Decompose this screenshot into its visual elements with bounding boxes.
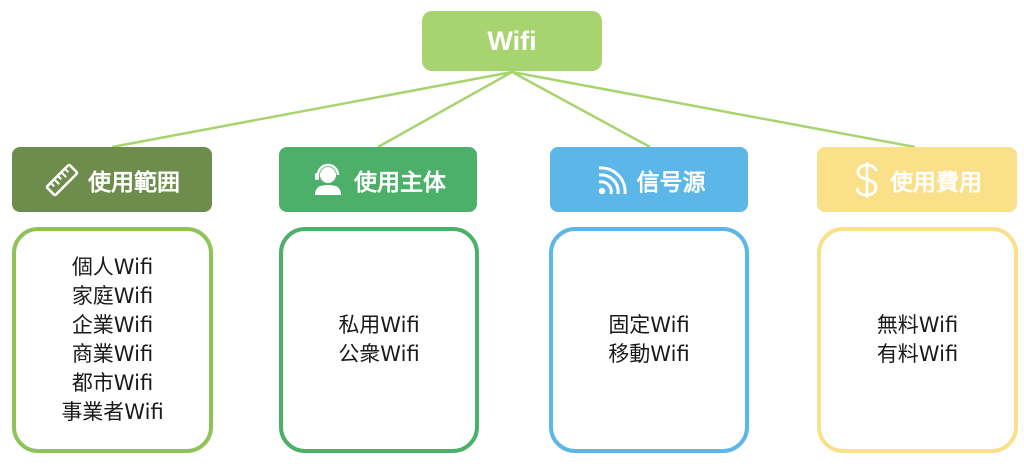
category-label-usage-subject: 使用主体 [354,169,446,196]
ruler-icon [44,162,80,198]
root-label: Wifi [487,25,537,56]
item-box-usage-scope: 個人Wifi 家庭Wifi 企業Wifi 商業Wifi 都市Wifi 事業者Wi… [12,227,213,453]
list-item: 移動Wifi [608,342,690,366]
category-label-signal-source: 信号源 [636,169,706,196]
root-node-wifi: Wifi [422,11,602,71]
person-headset-icon [310,162,346,198]
list-item: 私用Wifi [338,313,420,337]
category-header-usage-subject: 使用主体 [279,147,477,212]
list-item: 商業Wifi [71,342,154,366]
connector-line-usage-scope [111,70,513,149]
dollar-icon [852,160,882,200]
list-item: 公衆Wifi [338,342,420,366]
list-item: 固定Wifi [608,313,690,337]
list-item: 無料Wifi [876,313,959,337]
list-item: 事業者Wifi [61,400,164,424]
item-box-signal-source: 固定Wifi 移動Wifi [549,227,749,453]
category-header-usage-scope: 使用範囲 [12,147,212,212]
connector-line-signal-source [511,70,651,149]
item-box-usage-subject: 私用Wifi 公衆Wifi [279,227,479,453]
list-item: 個人Wifi [71,255,154,279]
category-label-usage-cost: 使用費用 [890,169,982,196]
wifi-signal-icon [593,162,629,198]
list-item: 家庭Wifi [71,284,154,308]
list-item: 有料Wifi [876,342,959,366]
category-label-usage-scope: 使用範囲 [88,169,180,196]
list-item: 企業Wifi [71,313,154,337]
item-box-usage-cost: 無料Wifi 有料Wifi [817,227,1018,453]
category-header-signal-source: 信号源 [550,147,748,212]
connector-line-usage-subject [377,70,513,149]
connector-line-usage-cost [511,70,916,149]
list-item: 都市Wifi [71,371,154,395]
category-header-usage-cost: 使用費用 [817,147,1017,212]
